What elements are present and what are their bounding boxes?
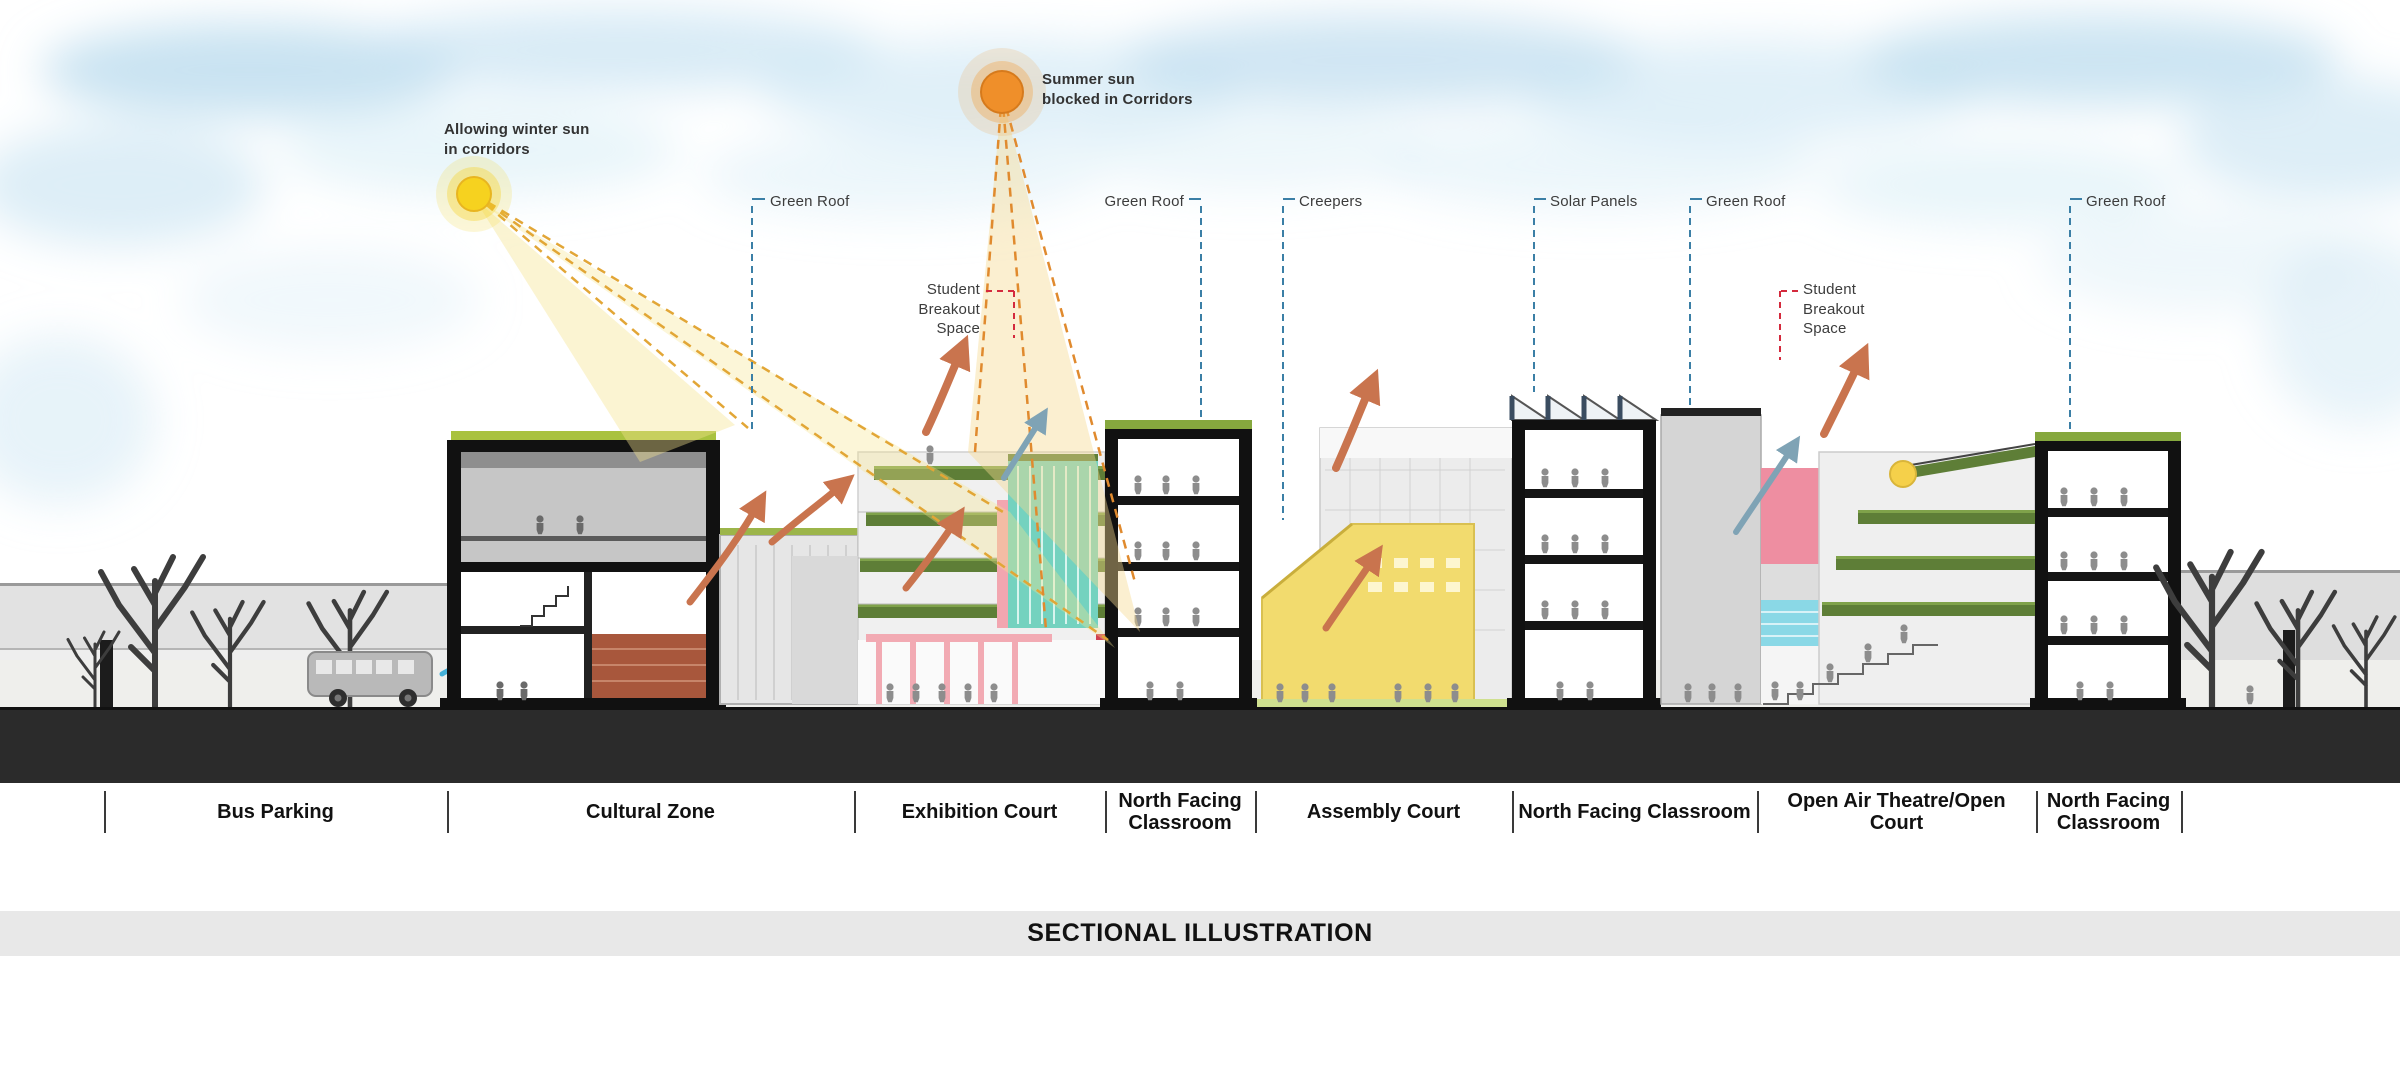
building-north-classroom-3: [2030, 432, 2186, 707]
summer-sun-label: Summer sun blocked in Corridors: [1042, 71, 1193, 108]
zone-strip: Bus Parking Cultural Zone Exhibition Cou…: [0, 783, 2400, 903]
zone-label-north-classroom-1: North Facing Classroom: [1118, 789, 1242, 834]
page-title: SECTIONAL ILLUSTRATION: [1027, 919, 1373, 947]
student-breakout-label-1: Student Breakout Space: [918, 281, 980, 337]
zone-tick: [104, 791, 106, 833]
student-breakout-label-2: Student Breakout Space: [1803, 281, 1865, 337]
zone-tick: [1255, 791, 1257, 833]
zone-tick: [1105, 791, 1107, 833]
zone-tick: [2181, 791, 2183, 833]
building-cultural-zone: [440, 431, 859, 707]
building-north-classroom-1: [1100, 420, 1257, 707]
green-roof-label-3: Green Roof: [1706, 193, 1786, 210]
leader-lines-green-roof: [751, 198, 2082, 520]
creepers-label: Creepers: [1299, 193, 1363, 210]
zone-label-north-classroom-2: North Facing Classroom: [1518, 800, 1751, 823]
zone-tick: [2036, 791, 2038, 833]
title-band: SECTIONAL ILLUSTRATION: [0, 911, 2400, 956]
zone-label-open-air-theatre: Open Air Theatre/Open Court: [1787, 789, 2006, 834]
building-assembly-court: [1257, 427, 1513, 707]
zone-label-cultural-zone: Cultural Zone: [586, 800, 715, 823]
building-north-classroom-2: [1507, 394, 1661, 707]
ground-band: [0, 707, 2400, 783]
leader-lines-breakout: [986, 290, 1798, 360]
green-roof-label-1: Green Roof: [770, 193, 850, 210]
zone-label-exhibition-court: Exhibition Court: [901, 800, 1058, 823]
zone-label-bus-parking: Bus Parking: [217, 800, 334, 823]
zone-label-assembly-court: Assembly Court: [1306, 800, 1461, 823]
airflow-arrows: [686, 334, 1870, 632]
green-roof-label-4: Green Roof: [2086, 193, 2166, 210]
section-drawing: [0, 8, 2400, 783]
winter-sun-label: Allowing winter sun in corridors: [444, 121, 590, 158]
summer-sun: [958, 48, 1140, 632]
zone-tick: [1757, 791, 1759, 833]
building-open-air-theatre: [1660, 408, 2036, 705]
zone-tick: [1512, 791, 1514, 833]
zone-label-north-classroom-3: North Facing Classroom: [2046, 789, 2171, 834]
sky-clouds: [0, 8, 2400, 505]
zone-tick: [447, 791, 449, 833]
zone-tick: [854, 791, 856, 833]
green-roof-label-2: Green Roof: [1104, 193, 1184, 210]
bus: [307, 651, 433, 707]
solar-panels-label: Solar Panels: [1550, 193, 1638, 210]
